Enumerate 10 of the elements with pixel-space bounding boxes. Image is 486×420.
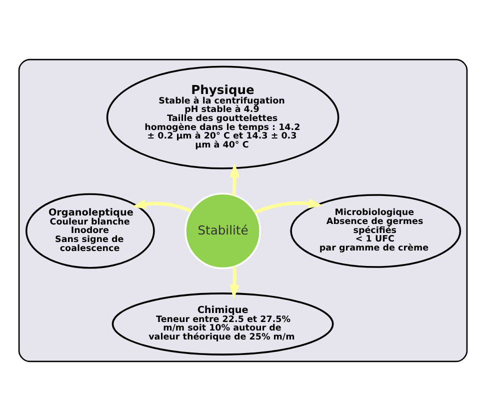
cluster	[18, 58, 468, 362]
arrow	[254, 198, 323, 214]
node-ellipse: Microbiologique Absence de germes spécifiés < 1 UFC par gramme de crème	[290, 194, 462, 268]
node-ellipse: Chimique Teneur entre 22.5 et 27.5% m/m soit 10% autour de valeur théorique de 25% m/m	[112, 292, 334, 355]
node-ellipse: Physique Stable à la centrifugation pH stable à 4.9 Taille des gouttelettes homogène dans le temps : 14.2 ± 0.2 µm à 20° C et 14.3 ± 0.3 µm à 40° C	[106, 65, 340, 169]
arrow	[230, 162, 240, 196]
node-circle: Stabilité	[184, 192, 261, 269]
arrow	[132, 198, 192, 212]
node-ellipse: Organoleptique Couleur blanche Inodore Sans signe de coalescence	[25, 192, 155, 268]
arrow	[230, 266, 240, 298]
